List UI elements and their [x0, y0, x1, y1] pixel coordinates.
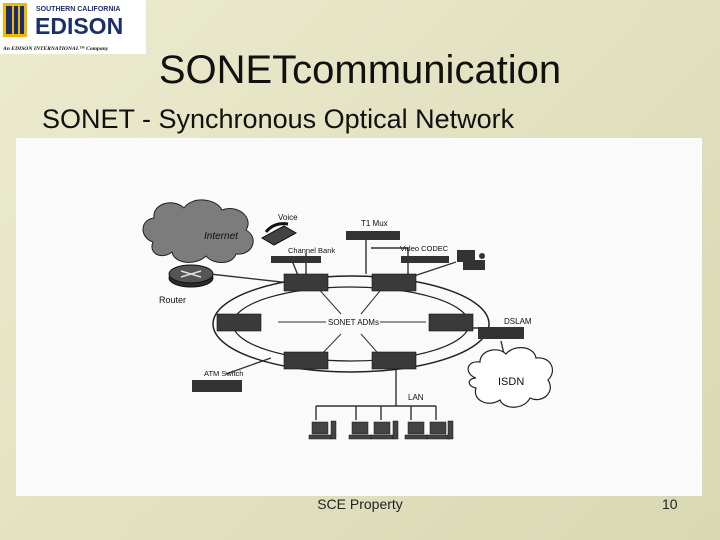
internet-cloud: Internet [142, 199, 254, 263]
sonet-network-diagram: Internet Router Voice Channel Bank T1 Mu… [16, 138, 702, 496]
t1-mux-device [346, 231, 400, 240]
channel-bank-device [271, 256, 321, 263]
isdn-label: ISDN [498, 376, 524, 388]
footer-text: SCE Property [317, 496, 403, 512]
slide-title: SONETcommunication [158, 48, 562, 92]
logo-line2: EDISON [35, 13, 123, 39]
video-codec-label: Video CODEC [400, 244, 449, 253]
sun-icon [3, 3, 27, 37]
sonet-adms-label: SONET ADMs [328, 318, 379, 327]
sonet-adm [428, 313, 474, 332]
workstation-icon [426, 420, 454, 440]
sonet-adm [216, 313, 262, 332]
camera-icon [457, 250, 485, 270]
router-icon [168, 264, 214, 288]
workstation-icon [404, 421, 428, 440]
video-codec-device [401, 256, 449, 263]
dslam-label: DSLAM [504, 317, 532, 326]
voice-label: Voice [278, 213, 298, 222]
page-number: 10 [662, 496, 678, 512]
lan-label: LAN [408, 393, 424, 402]
logo-line3: An EDISON INTERNATIONAL™ Company [2, 46, 109, 52]
atm-switch-device [192, 380, 242, 392]
workstation-icon [308, 420, 337, 440]
sonet-adm [371, 351, 417, 370]
atm-switch-label: ATM Switch [204, 369, 243, 378]
workstation-icon [348, 421, 372, 440]
sonet-adm [283, 351, 329, 370]
telephone-icon [260, 222, 298, 246]
t1-mux-label: T1 Mux [361, 219, 388, 228]
sonet-adm [283, 273, 329, 292]
adm-pointer-arrows [278, 285, 426, 361]
logo-line1: SOUTHERN CALIFORNIA [36, 6, 120, 13]
edison-logo: SOUTHERN CALIFORNIA EDISON An EDISON INT… [0, 0, 146, 54]
sonet-ring [212, 275, 490, 373]
dslam-device [478, 327, 524, 339]
slide-subtitle: SONET - Synchronous Optical Network [42, 104, 515, 134]
isdn-cloud: ISDN [467, 347, 553, 408]
sonet-adm [371, 273, 417, 292]
internet-label: Internet [204, 231, 239, 242]
workstation-icon [370, 420, 399, 440]
router-label: Router [159, 295, 186, 305]
channel-bank-label: Channel Bank [288, 246, 335, 255]
